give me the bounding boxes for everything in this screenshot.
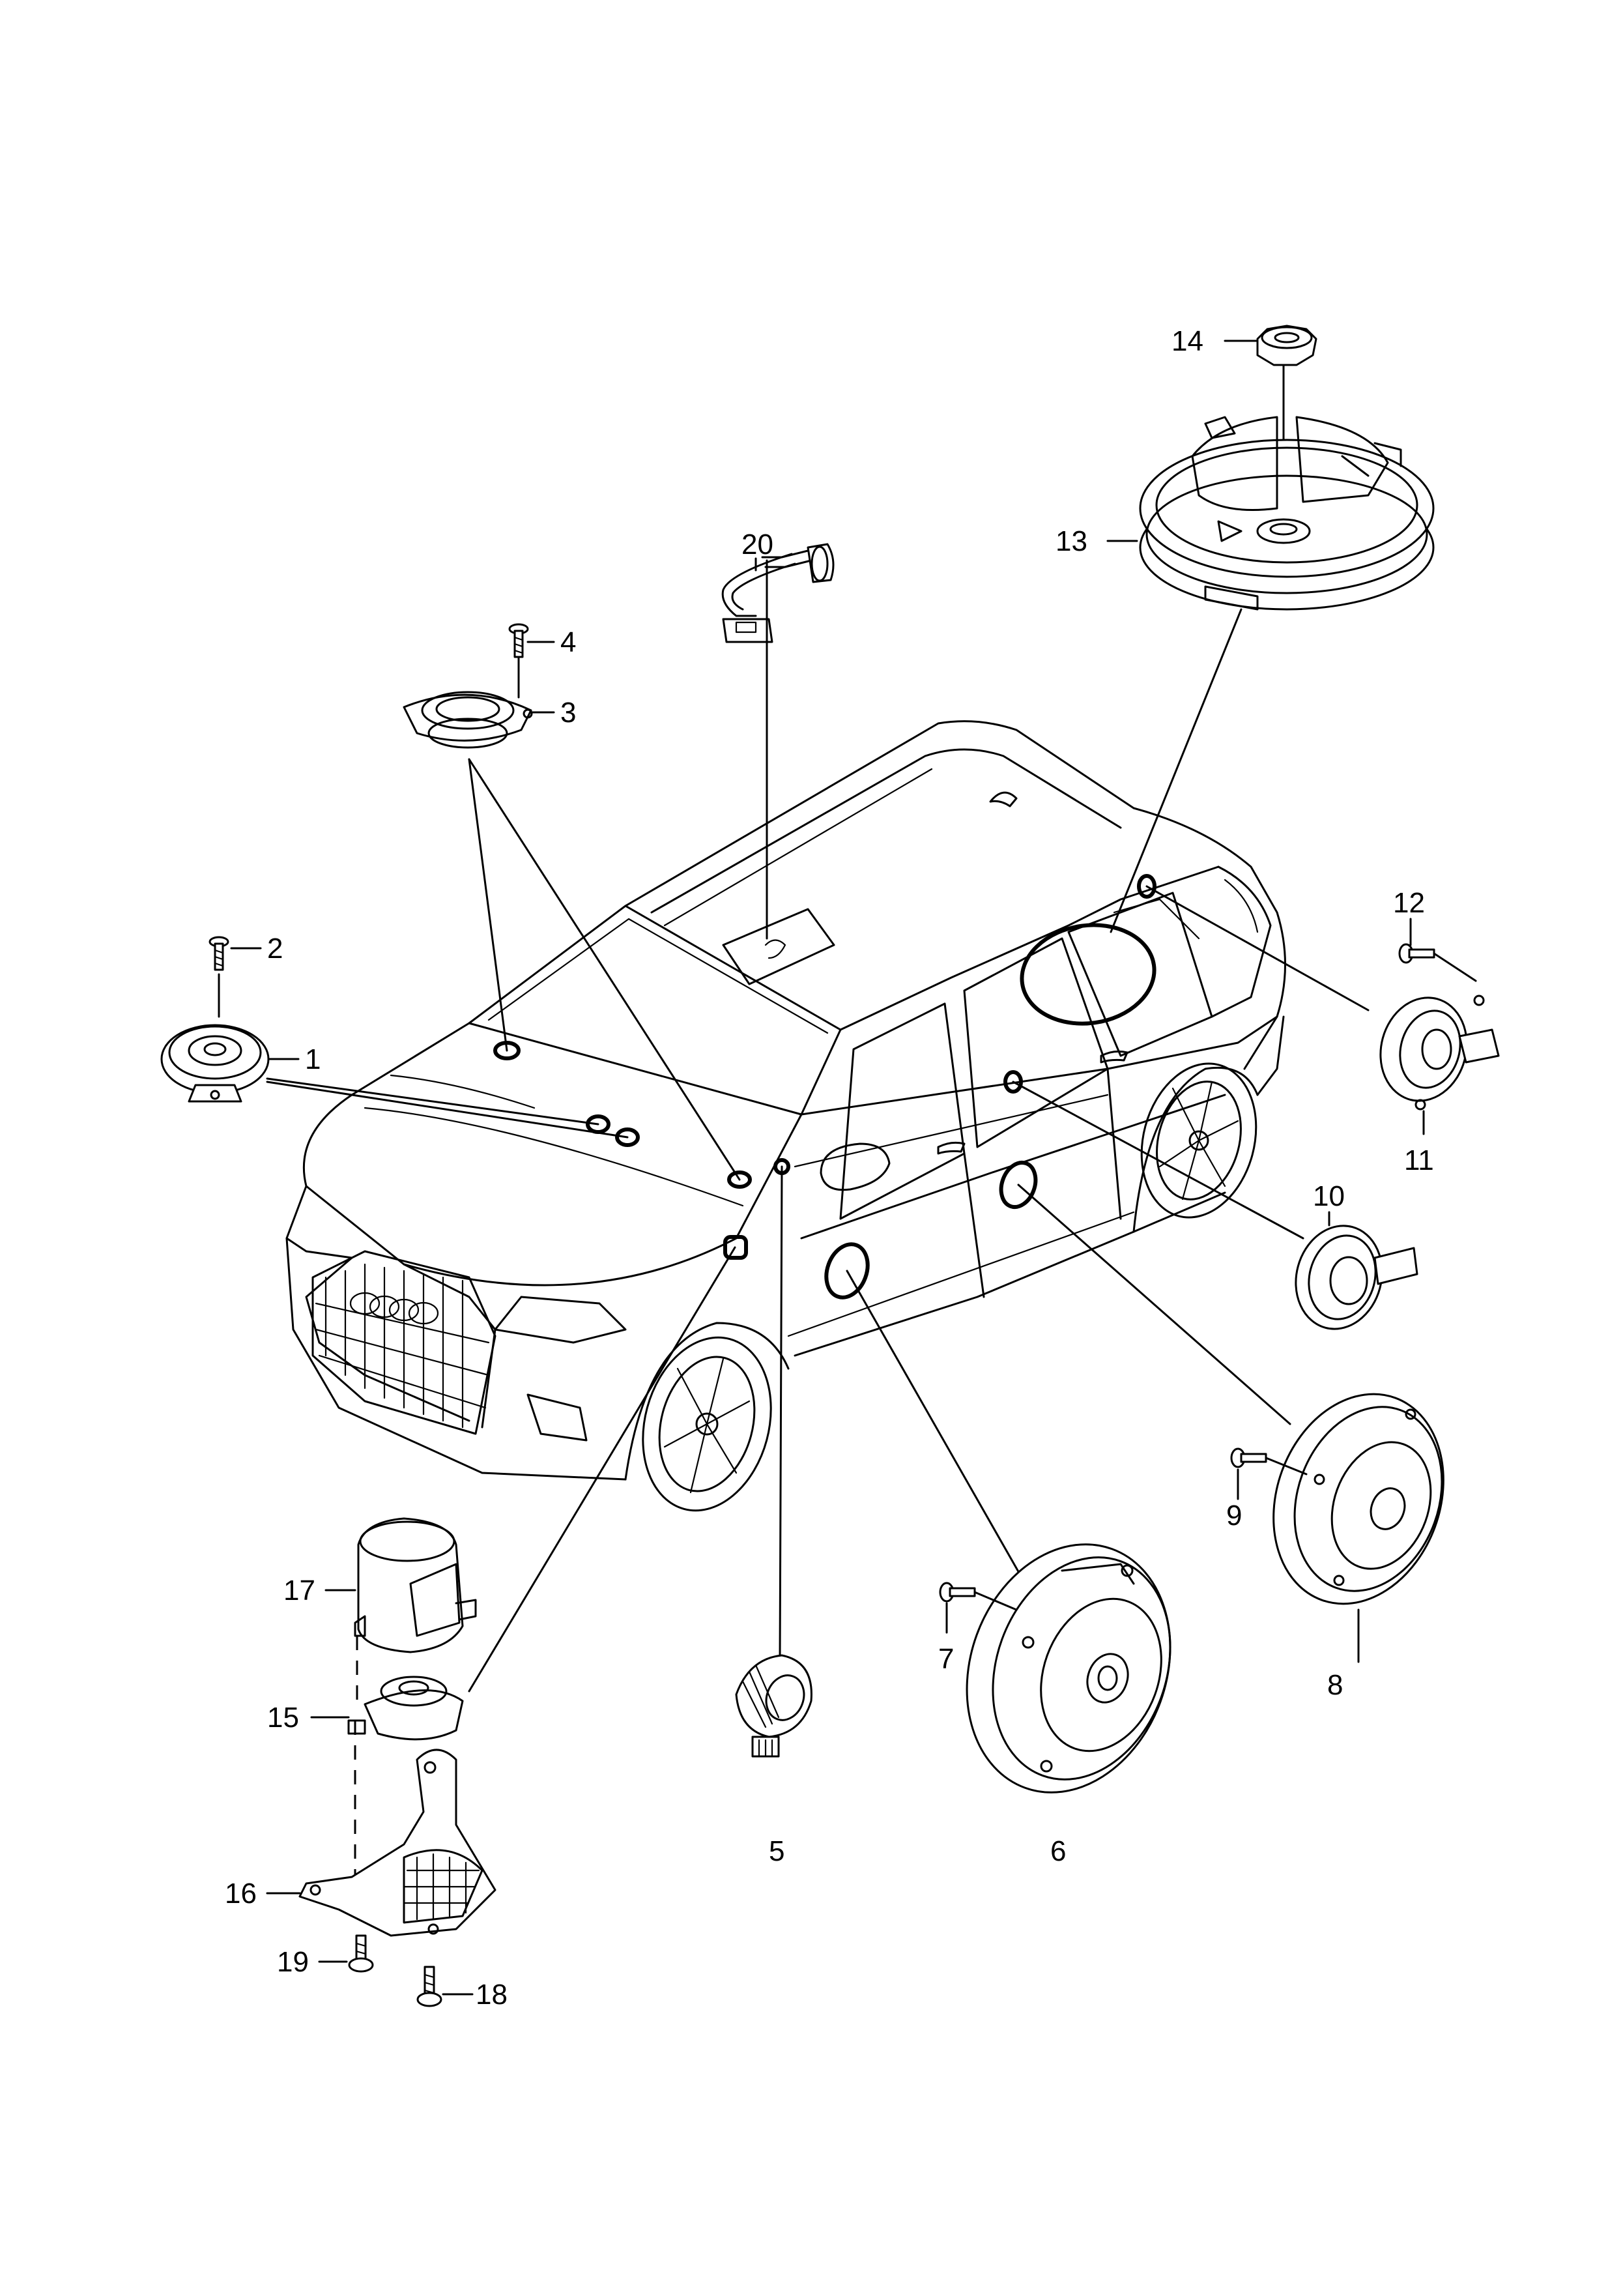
callout-12: 12 bbox=[1393, 887, 1425, 919]
part-7-screw bbox=[939, 1582, 1018, 1634]
callout-19: 19 bbox=[277, 1946, 309, 1978]
part-4-screw bbox=[508, 623, 529, 699]
callout-7: 7 bbox=[938, 1643, 954, 1675]
callout-16: 16 bbox=[225, 1878, 257, 1910]
callout-5: 5 bbox=[769, 1835, 784, 1867]
callout-8: 8 bbox=[1327, 1669, 1343, 1701]
callout-4: 4 bbox=[560, 626, 576, 658]
callout-1: 1 bbox=[305, 1043, 321, 1075]
part-12-screw bbox=[1398, 918, 1477, 982]
callout-20: 20 bbox=[741, 529, 773, 560]
part-18-screw bbox=[416, 1966, 474, 2007]
part-6-speaker bbox=[966, 1543, 1171, 1794]
part-16-bracket bbox=[298, 1749, 496, 1937]
car-body bbox=[285, 720, 1286, 1512]
part-1-speaker bbox=[160, 1024, 270, 1103]
callout-13: 13 bbox=[1056, 525, 1087, 557]
part-9-screw bbox=[1230, 1447, 1308, 1500]
part-10-speaker bbox=[1295, 1211, 1418, 1330]
callout-2: 2 bbox=[267, 933, 283, 965]
callout-18: 18 bbox=[476, 1979, 508, 2011]
part-2-screw bbox=[208, 936, 229, 1018]
callout-15: 15 bbox=[267, 1702, 299, 1734]
part-13-subwoofer bbox=[1139, 416, 1435, 611]
part-14-wing-nut bbox=[1256, 325, 1317, 366]
callout-9: 9 bbox=[1226, 1500, 1242, 1532]
part-11-speaker bbox=[1379, 995, 1500, 1135]
callout-labels: 1 2 3 4 5 6 7 8 9 10 11 12 13 14 15 16 1… bbox=[225, 325, 1434, 2011]
callout-11: 11 bbox=[1404, 1144, 1434, 1176]
part-5-speaker bbox=[735, 1654, 812, 1758]
part-19-screw bbox=[318, 1934, 374, 1973]
callout-ticks bbox=[230, 340, 1259, 1895]
callout-14: 14 bbox=[1171, 325, 1203, 357]
leader-lines bbox=[266, 356, 1370, 1693]
part-8-speaker bbox=[1272, 1393, 1444, 1663]
part-17-enclosure bbox=[354, 1517, 477, 1701]
location-markers bbox=[493, 874, 1156, 1300]
part-20-cable bbox=[721, 543, 835, 643]
callout-3: 3 bbox=[560, 697, 576, 729]
callout-17: 17 bbox=[283, 1575, 315, 1606]
part-3-speaker bbox=[403, 691, 533, 749]
callout-10: 10 bbox=[1313, 1180, 1345, 1212]
callout-6: 6 bbox=[1050, 1835, 1066, 1867]
part-15-speaker bbox=[347, 1676, 464, 1877]
